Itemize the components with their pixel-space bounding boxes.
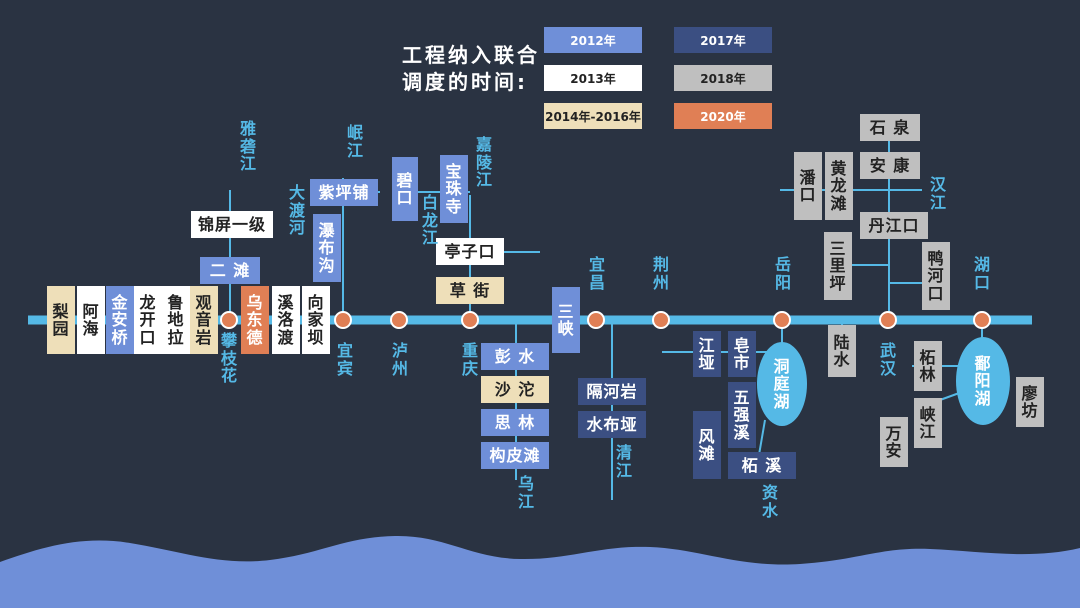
reservoir-jinpingyiji[interactable]: 锦屏一级 xyxy=(191,211,273,238)
label-zishui: 资 水 xyxy=(761,483,778,520)
label-chongqing: 重 庆 xyxy=(461,341,478,378)
label-yueyang: 岳 阳 xyxy=(774,255,791,292)
legend-2013: 2013年 xyxy=(544,65,642,91)
legend-2012: 2012年 xyxy=(544,27,642,53)
reservoir-ahai[interactable]: 阿 海 xyxy=(77,286,105,354)
label-luzhou: 泸 州 xyxy=(391,341,408,378)
reservoir-huanglongtan[interactable]: 黄龙 滩 xyxy=(825,152,853,220)
label-yalongjiang: 雅 砻 江 xyxy=(239,119,256,174)
node-jingzhou xyxy=(652,311,670,329)
lake-poyang-shape xyxy=(956,337,1010,425)
reservoir-caojie[interactable]: 草 街 xyxy=(436,277,504,304)
label-jialingjiang: 嘉 陵 江 xyxy=(475,135,492,190)
lake-dongting-shape xyxy=(757,342,807,426)
reservoir-goupitan[interactable]: 构皮滩 xyxy=(481,442,549,469)
lake-poyang: 鄱 阳 湖 xyxy=(974,354,992,408)
node-panzhihua xyxy=(220,311,238,329)
node-chongqing xyxy=(461,311,479,329)
node-yueyang xyxy=(773,311,791,329)
wave-decoration xyxy=(0,535,1080,608)
reservoir-longkaikou[interactable]: 龙开 口 xyxy=(134,286,162,354)
reservoir-panko[interactable]: 潘 口 xyxy=(794,152,822,220)
reservoir-wanan[interactable]: 万 安 xyxy=(880,417,908,467)
reservoir-jinanqiao[interactable]: 金安 桥 xyxy=(106,286,134,354)
reservoir-sanliping[interactable]: 三里 坪 xyxy=(824,232,852,300)
reservoir-tingzikou[interactable]: 亭子口 xyxy=(436,238,504,265)
reservoir-liaofang[interactable]: 廖 坊 xyxy=(1016,377,1044,427)
label-minjiang: 岷 江 xyxy=(346,123,363,160)
reservoir-jiangya[interactable]: 江 垭 xyxy=(693,331,721,377)
reservoir-bikou[interactable]: 碧 口 xyxy=(392,157,418,221)
legend-title: 工程纳入联合 调度的时间: xyxy=(402,43,540,94)
label-wuhan: 武 汉 xyxy=(879,341,896,378)
reservoir-sanxia[interactable]: 三 峡 xyxy=(552,287,580,353)
reservoir-wudongde[interactable]: 乌东 德 xyxy=(241,286,269,354)
reservoir-shatuo[interactable]: 沙 沱 xyxy=(481,376,549,403)
reservoir-liyuan[interactable]: 梨 园 xyxy=(47,286,75,354)
legend-2014-2016: 2014年-2016年 xyxy=(544,103,642,129)
node-wuhan xyxy=(879,311,897,329)
reservoir-luoshui[interactable]: 陆 水 xyxy=(828,325,856,377)
reservoir-silin[interactable]: 思 林 xyxy=(481,409,549,436)
label-bailongjiang: 白 龙 江 xyxy=(421,193,438,248)
label-yibin: 宜 宾 xyxy=(336,341,353,378)
node-yibin xyxy=(334,311,352,329)
reservoir-fengtan[interactable]: 风 滩 xyxy=(693,411,721,479)
legend-2018: 2018年 xyxy=(674,65,772,91)
reservoir-shuibuya[interactable]: 水布垭 xyxy=(578,411,646,438)
reservoir-ludila[interactable]: 鲁地 拉 xyxy=(162,286,190,354)
lake-dongting: 洞 庭 湖 xyxy=(773,357,791,411)
reservoir-danjiangkou[interactable]: 丹江口 xyxy=(860,212,928,239)
label-jingzhou: 荆 州 xyxy=(652,255,669,292)
legend-2020: 2020年 xyxy=(674,103,772,129)
label-yichang: 宜 昌 xyxy=(588,255,605,292)
label-daduhe: 大 渡 河 xyxy=(288,183,305,238)
reservoir-shiquan[interactable]: 石 泉 xyxy=(860,114,920,141)
reservoir-geheyan[interactable]: 隔河岩 xyxy=(578,378,646,405)
reservoir-xiangjiaba[interactable]: 向家 坝 xyxy=(302,286,330,354)
label-qingjiang: 清 江 xyxy=(615,443,632,480)
node-hukou xyxy=(973,311,991,329)
label-hukou: 湖 口 xyxy=(973,255,990,292)
reservoir-yahekou[interactable]: 鸭河 口 xyxy=(922,242,950,310)
reservoir-guanyinyan[interactable]: 观音 岩 xyxy=(190,286,218,354)
legend-2017: 2017年 xyxy=(674,27,772,53)
reservoir-pengshui[interactable]: 彭 水 xyxy=(481,343,549,370)
reservoir-ankang[interactable]: 安 康 xyxy=(860,152,920,179)
label-wujiang: 乌 江 xyxy=(517,474,534,511)
reservoir-wuqiangxi[interactable]: 五强 溪 xyxy=(728,382,756,448)
reservoir-ertan[interactable]: 二 滩 xyxy=(200,257,260,284)
reservoir-zipingpu[interactable]: 紫坪铺 xyxy=(310,179,378,206)
reservoir-xiluodu[interactable]: 溪洛 渡 xyxy=(272,286,300,354)
reservoir-zhexi[interactable]: 柘 溪 xyxy=(728,452,796,479)
reservoir-pubugou[interactable]: 瀑布 沟 xyxy=(313,214,341,282)
reservoir-zaoshi[interactable]: 皂 市 xyxy=(728,331,756,377)
node-yichang xyxy=(587,311,605,329)
node-luzhou xyxy=(390,311,408,329)
label-panzhihua: 攀 枝 花 xyxy=(220,331,237,386)
reservoir-xiajiang[interactable]: 峡 江 xyxy=(914,398,942,448)
label-hanjiang: 汉 江 xyxy=(929,175,946,212)
reservoir-zhelin[interactable]: 柘 林 xyxy=(914,341,942,391)
reservoir-baozhusi[interactable]: 宝珠 寺 xyxy=(440,155,468,223)
